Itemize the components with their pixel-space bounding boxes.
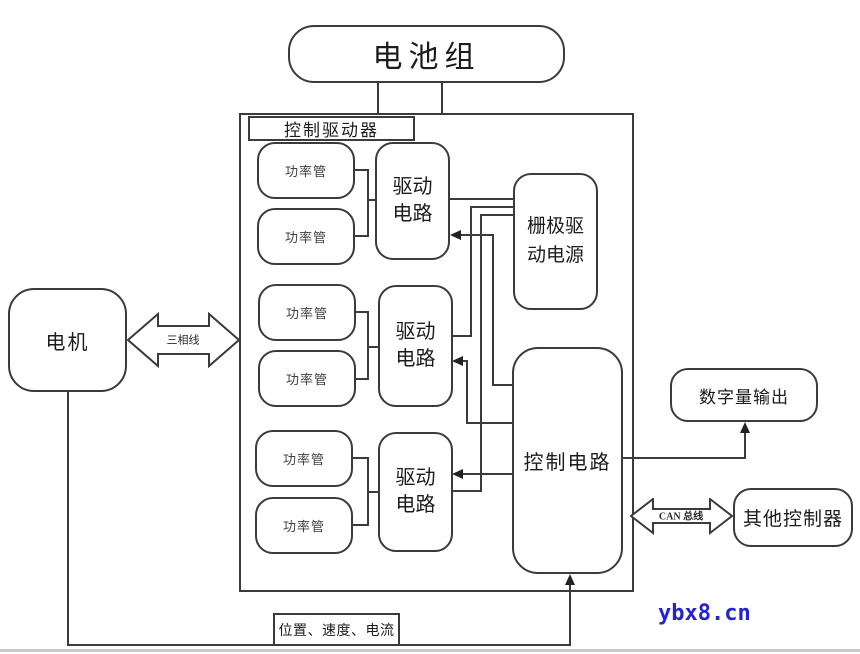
scan-artifact-line (0, 649, 860, 652)
control-circuit-label: 控制电路 (523, 452, 612, 474)
wire (367, 491, 380, 493)
wire (355, 169, 369, 171)
drive-circuit-2-label: 驱动电路 (395, 321, 436, 370)
gate-drive-supply-label: 栅极驱动电源 (526, 216, 584, 266)
wire (367, 311, 369, 380)
power-tube-1-label: 功率管 (284, 164, 327, 179)
wire (367, 169, 369, 237)
wire (367, 346, 380, 348)
digital-output-label: 数字量输出 (699, 387, 789, 407)
wire (492, 235, 494, 386)
wire (353, 457, 369, 459)
arrowhead-into-drive-2 (452, 356, 463, 366)
can-bus-label: CAN 总线 (659, 509, 703, 522)
wire (470, 206, 472, 337)
wire (466, 360, 468, 424)
wire (67, 392, 69, 646)
control-circuit-node: 控制电路 (512, 347, 623, 574)
power-tube-5-label: 功率管 (282, 452, 325, 467)
wire (569, 582, 571, 646)
wire (450, 198, 513, 200)
power-tube-6: 功率管 (255, 497, 353, 554)
digital-output-node: 数字量输出 (670, 368, 818, 422)
power-tube-4-label: 功率管 (285, 372, 328, 387)
other-controller-label: 其他控制器 (742, 509, 843, 530)
wire (356, 378, 369, 380)
wire (623, 457, 746, 459)
wire (744, 431, 746, 459)
power-tube-1: 功率管 (257, 142, 355, 199)
battery-pack-node: 电池组 (288, 25, 565, 83)
wire (480, 214, 513, 216)
wire (459, 234, 494, 236)
three-phase-label: 三相线 (167, 333, 200, 347)
drive-circuit-3: 驱动电路 (378, 432, 453, 552)
power-tube-2-label: 功率管 (284, 230, 327, 245)
motor-label: 电机 (45, 331, 90, 354)
battery-wire-right (441, 83, 443, 114)
wire (355, 235, 369, 237)
battery-pack-label: 电池组 (372, 41, 481, 74)
power-tube-3-label: 功率管 (285, 306, 328, 321)
other-controller-node: 其他控制器 (733, 488, 853, 547)
three-phase-arrow: 三相线 (127, 311, 241, 369)
feedback-signal-label: 位置、速度、电流 (278, 623, 395, 639)
controller-driver-boundary (239, 113, 634, 592)
wire (367, 199, 377, 201)
can-bus-arrow: CAN 总线 (630, 498, 734, 535)
drive-circuit-3-label: 驱动电路 (395, 467, 436, 516)
power-tube-3: 功率管 (258, 284, 356, 341)
controller-driver-title-box: 控制驱动器 (248, 116, 415, 141)
arrowhead-into-control-circuit (565, 574, 575, 585)
drive-circuit-1: 驱动电路 (375, 142, 450, 260)
wire (356, 311, 369, 313)
battery-wire-left (377, 83, 379, 114)
wire (453, 335, 472, 337)
arrowhead-into-drive-3 (452, 469, 463, 479)
controller-driver-label: 控制驱动器 (284, 121, 379, 140)
wire (492, 384, 512, 386)
wire (480, 214, 482, 492)
wire (461, 360, 468, 362)
arrowhead-into-drive-1 (450, 230, 461, 240)
watermark-text: ybx8.cn (658, 601, 751, 626)
power-tube-5: 功率管 (255, 430, 353, 487)
feedback-signal-box: 位置、速度、电流 (273, 613, 400, 646)
power-tube-4: 功率管 (258, 350, 356, 407)
arrowhead-into-digital-output (740, 422, 750, 433)
power-tube-2: 功率管 (257, 208, 355, 265)
drive-circuit-1-label: 驱动电路 (392, 176, 433, 225)
wire (461, 473, 512, 475)
wire (453, 490, 482, 492)
wire (466, 422, 512, 424)
can-bus-arrow-shape (630, 498, 734, 535)
three-phase-arrow-shape (127, 311, 241, 369)
wire (353, 524, 369, 526)
drive-circuit-2: 驱动电路 (378, 285, 453, 407)
gate-drive-supply-node: 栅极驱动电源 (513, 173, 598, 310)
motor-node: 电机 (8, 288, 127, 392)
power-tube-6-label: 功率管 (282, 519, 325, 534)
wire (470, 206, 513, 208)
